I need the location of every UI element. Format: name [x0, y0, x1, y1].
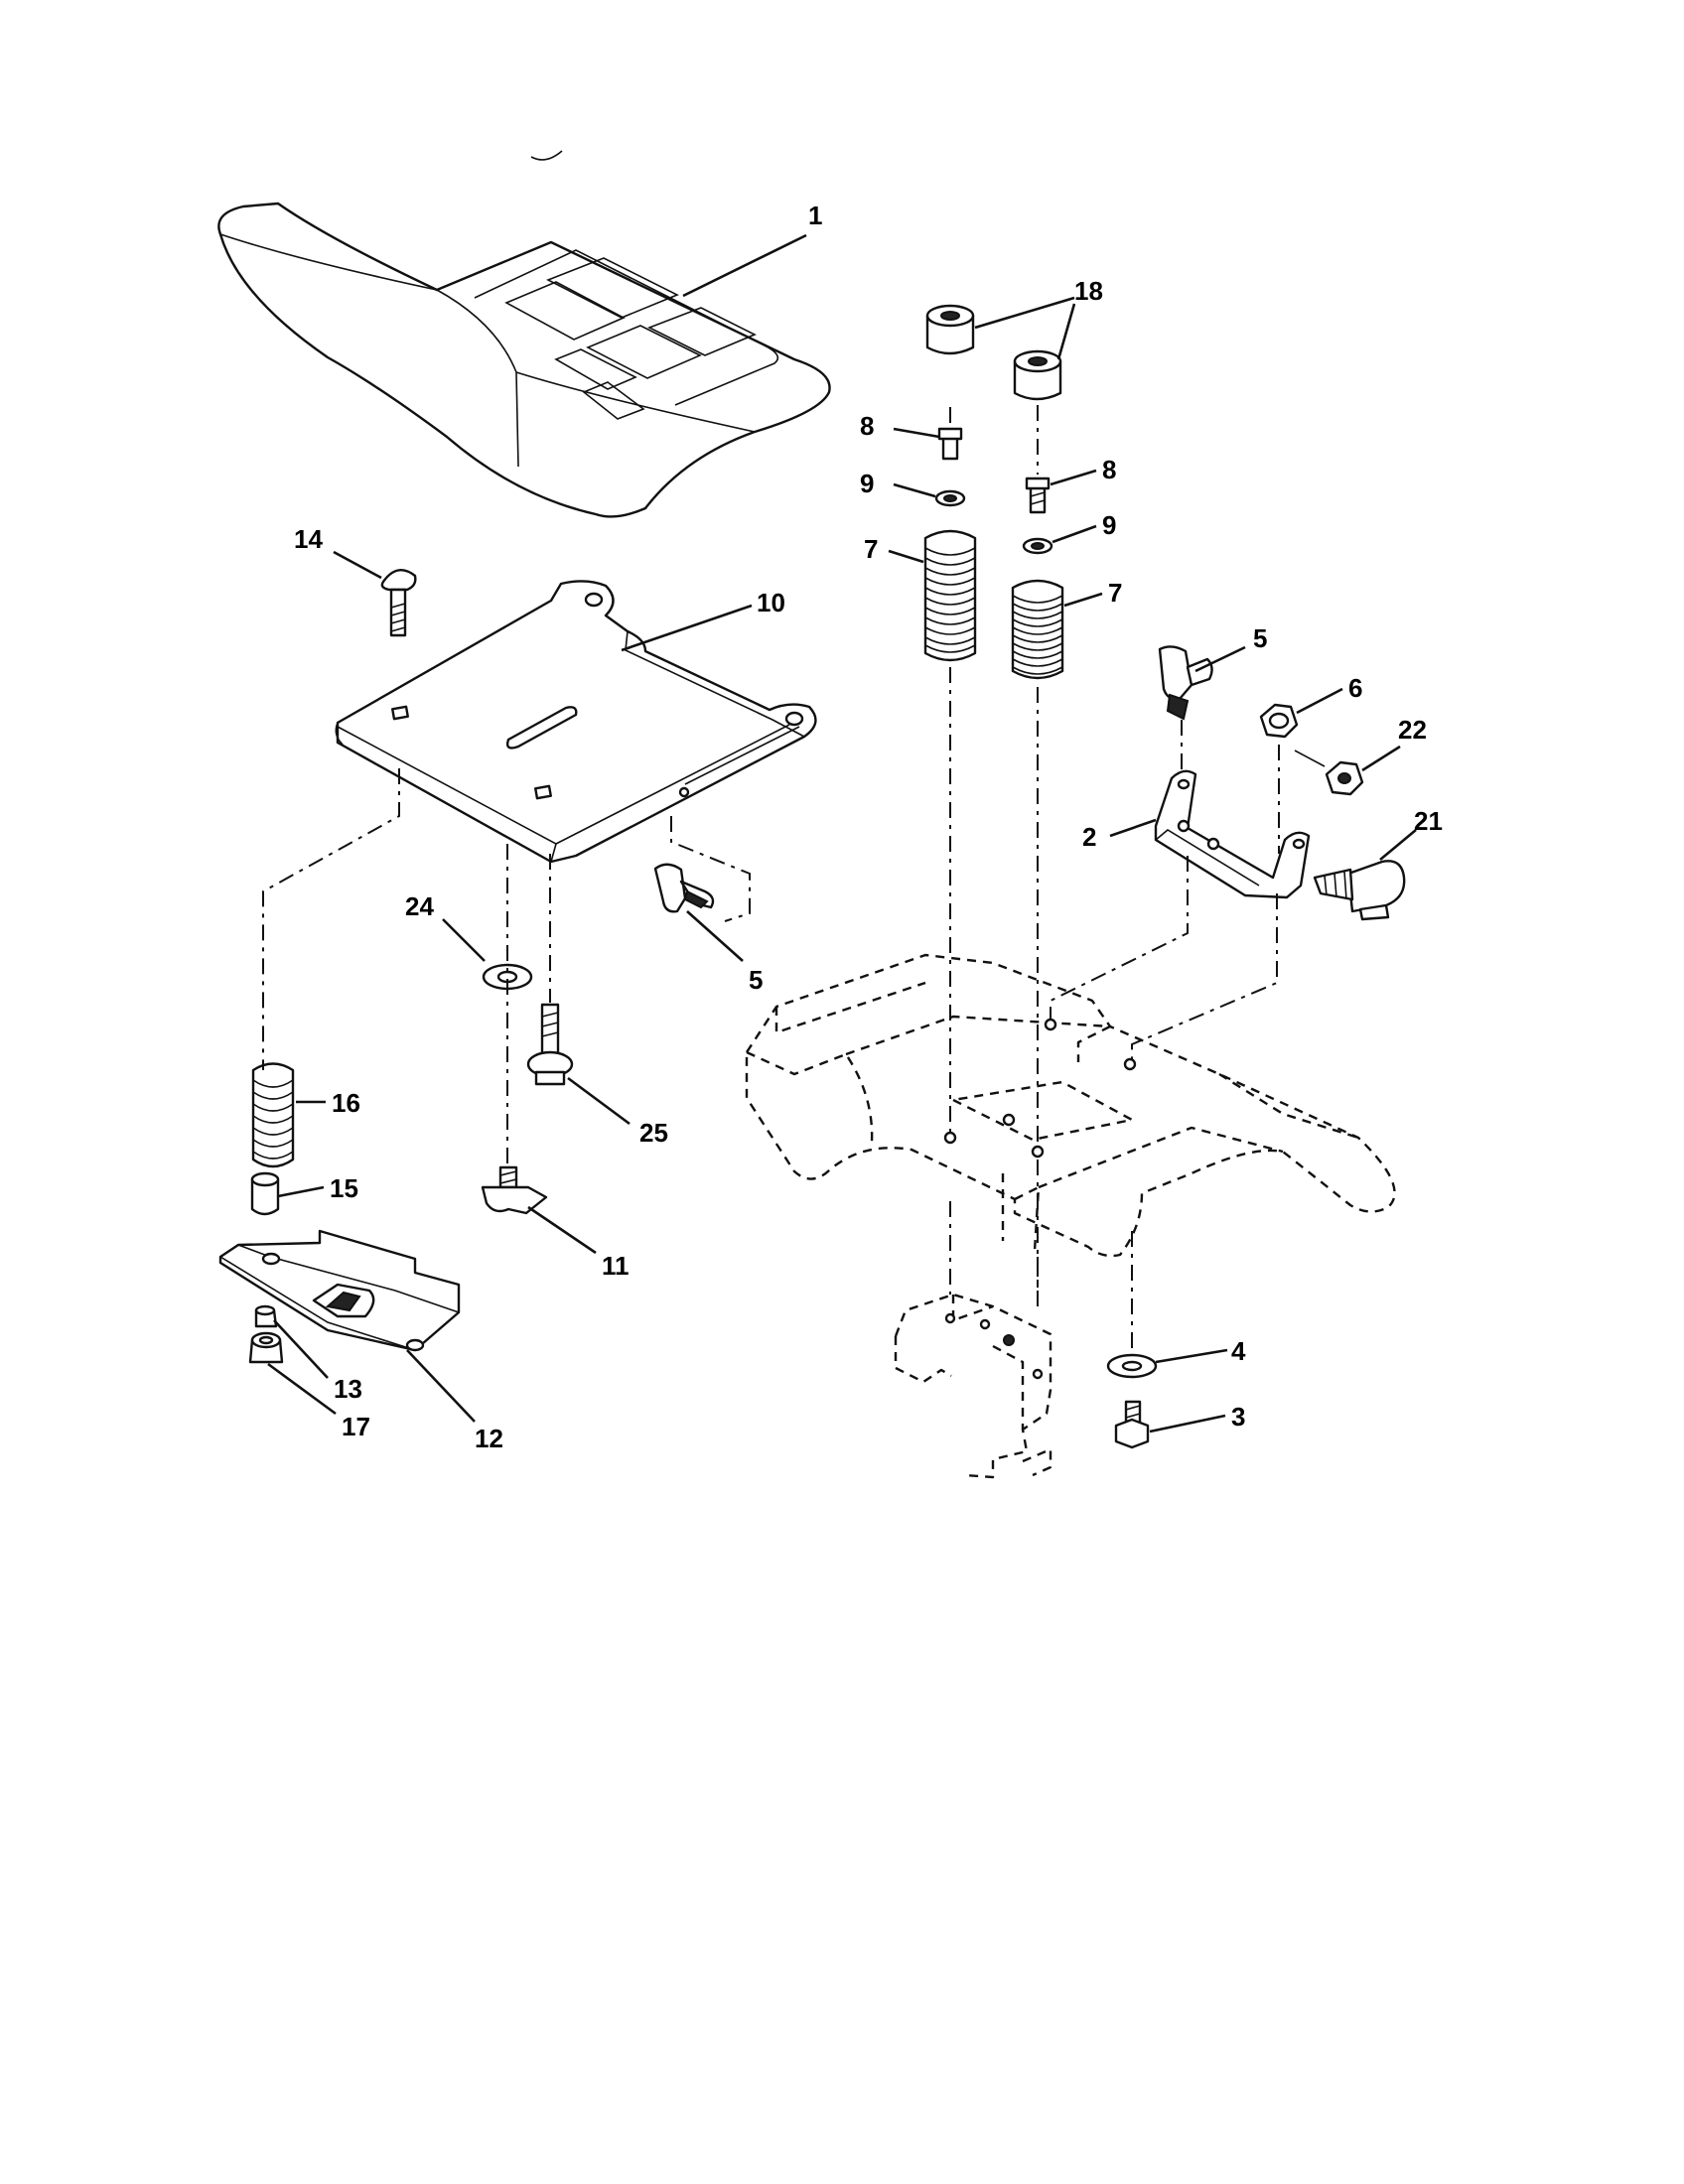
washer-part-24 — [442, 918, 533, 991]
callout-8-left: 8 — [860, 411, 874, 441]
callout-4: 4 — [1231, 1336, 1246, 1366]
stray-mark — [530, 150, 563, 161]
shoulder-bolt-part-25 — [526, 1003, 631, 1126]
callout-9-left: 9 — [860, 469, 874, 498]
bracket-part-2 — [1109, 769, 1311, 899]
callout-1: 1 — [808, 201, 822, 230]
spacer-part-15 — [250, 1171, 325, 1216]
washer-part-9-right — [1022, 524, 1097, 555]
callout-5-left: 5 — [749, 965, 763, 995]
washer-part-9-left — [893, 482, 966, 507]
spacer-part-18-left — [925, 304, 975, 355]
callout-10: 10 — [757, 588, 785, 617]
spring-part-7-right — [1011, 579, 1103, 680]
callout-8-right: 8 — [1102, 455, 1116, 484]
shoulder-bolt-part-21 — [1313, 829, 1417, 921]
callout-17: 17 — [342, 1412, 370, 1441]
callout-15: 15 — [330, 1173, 358, 1203]
callout-21: 21 — [1414, 806, 1443, 836]
callout-6: 6 — [1348, 673, 1362, 703]
carriage-bolt-part-14 — [333, 550, 417, 637]
washer-part-4 — [1106, 1231, 1228, 1379]
lower-bracket-outline — [894, 1293, 1052, 1479]
callout-12: 12 — [475, 1424, 503, 1453]
nut-part-13 — [254, 1304, 329, 1379]
bolt-part-3 — [1114, 1400, 1226, 1449]
callout-16: 16 — [332, 1088, 360, 1118]
spring-part-7-left — [888, 529, 977, 662]
callout-9-right: 9 — [1102, 510, 1116, 540]
callout-5-right: 5 — [1253, 623, 1267, 653]
callout-18: 18 — [1074, 276, 1103, 306]
spring-part-16 — [251, 1062, 326, 1168]
callout-7-right: 7 — [1108, 578, 1122, 608]
callout-13: 13 — [334, 1374, 362, 1404]
callout-7-left: 7 — [864, 534, 878, 564]
slide-plate-part-12 — [218, 1229, 476, 1423]
callout-24: 24 — [405, 891, 434, 921]
clip-part-5-right — [1158, 645, 1246, 721]
bolt-part-8-left — [893, 427, 963, 461]
knob-part-11 — [481, 1165, 597, 1255]
callout-14: 14 — [294, 524, 323, 554]
nut-part-17 — [248, 1331, 337, 1416]
clip-part-5-left — [653, 863, 744, 962]
bolt-part-8-right — [1025, 469, 1097, 514]
nut-part-6 — [1259, 687, 1343, 739]
frame-outline — [745, 953, 1396, 1258]
callout-3: 3 — [1231, 1402, 1245, 1432]
callout-22: 22 — [1398, 715, 1427, 745]
spacer-part-18-right — [1013, 349, 1062, 401]
seat-part-1 — [217, 202, 831, 518]
callout-25: 25 — [639, 1118, 668, 1148]
callout-11: 11 — [602, 1251, 630, 1281]
nut-part-22 — [1294, 745, 1401, 796]
seat-pan-part-10 — [335, 580, 817, 864]
callout-2: 2 — [1082, 822, 1096, 852]
